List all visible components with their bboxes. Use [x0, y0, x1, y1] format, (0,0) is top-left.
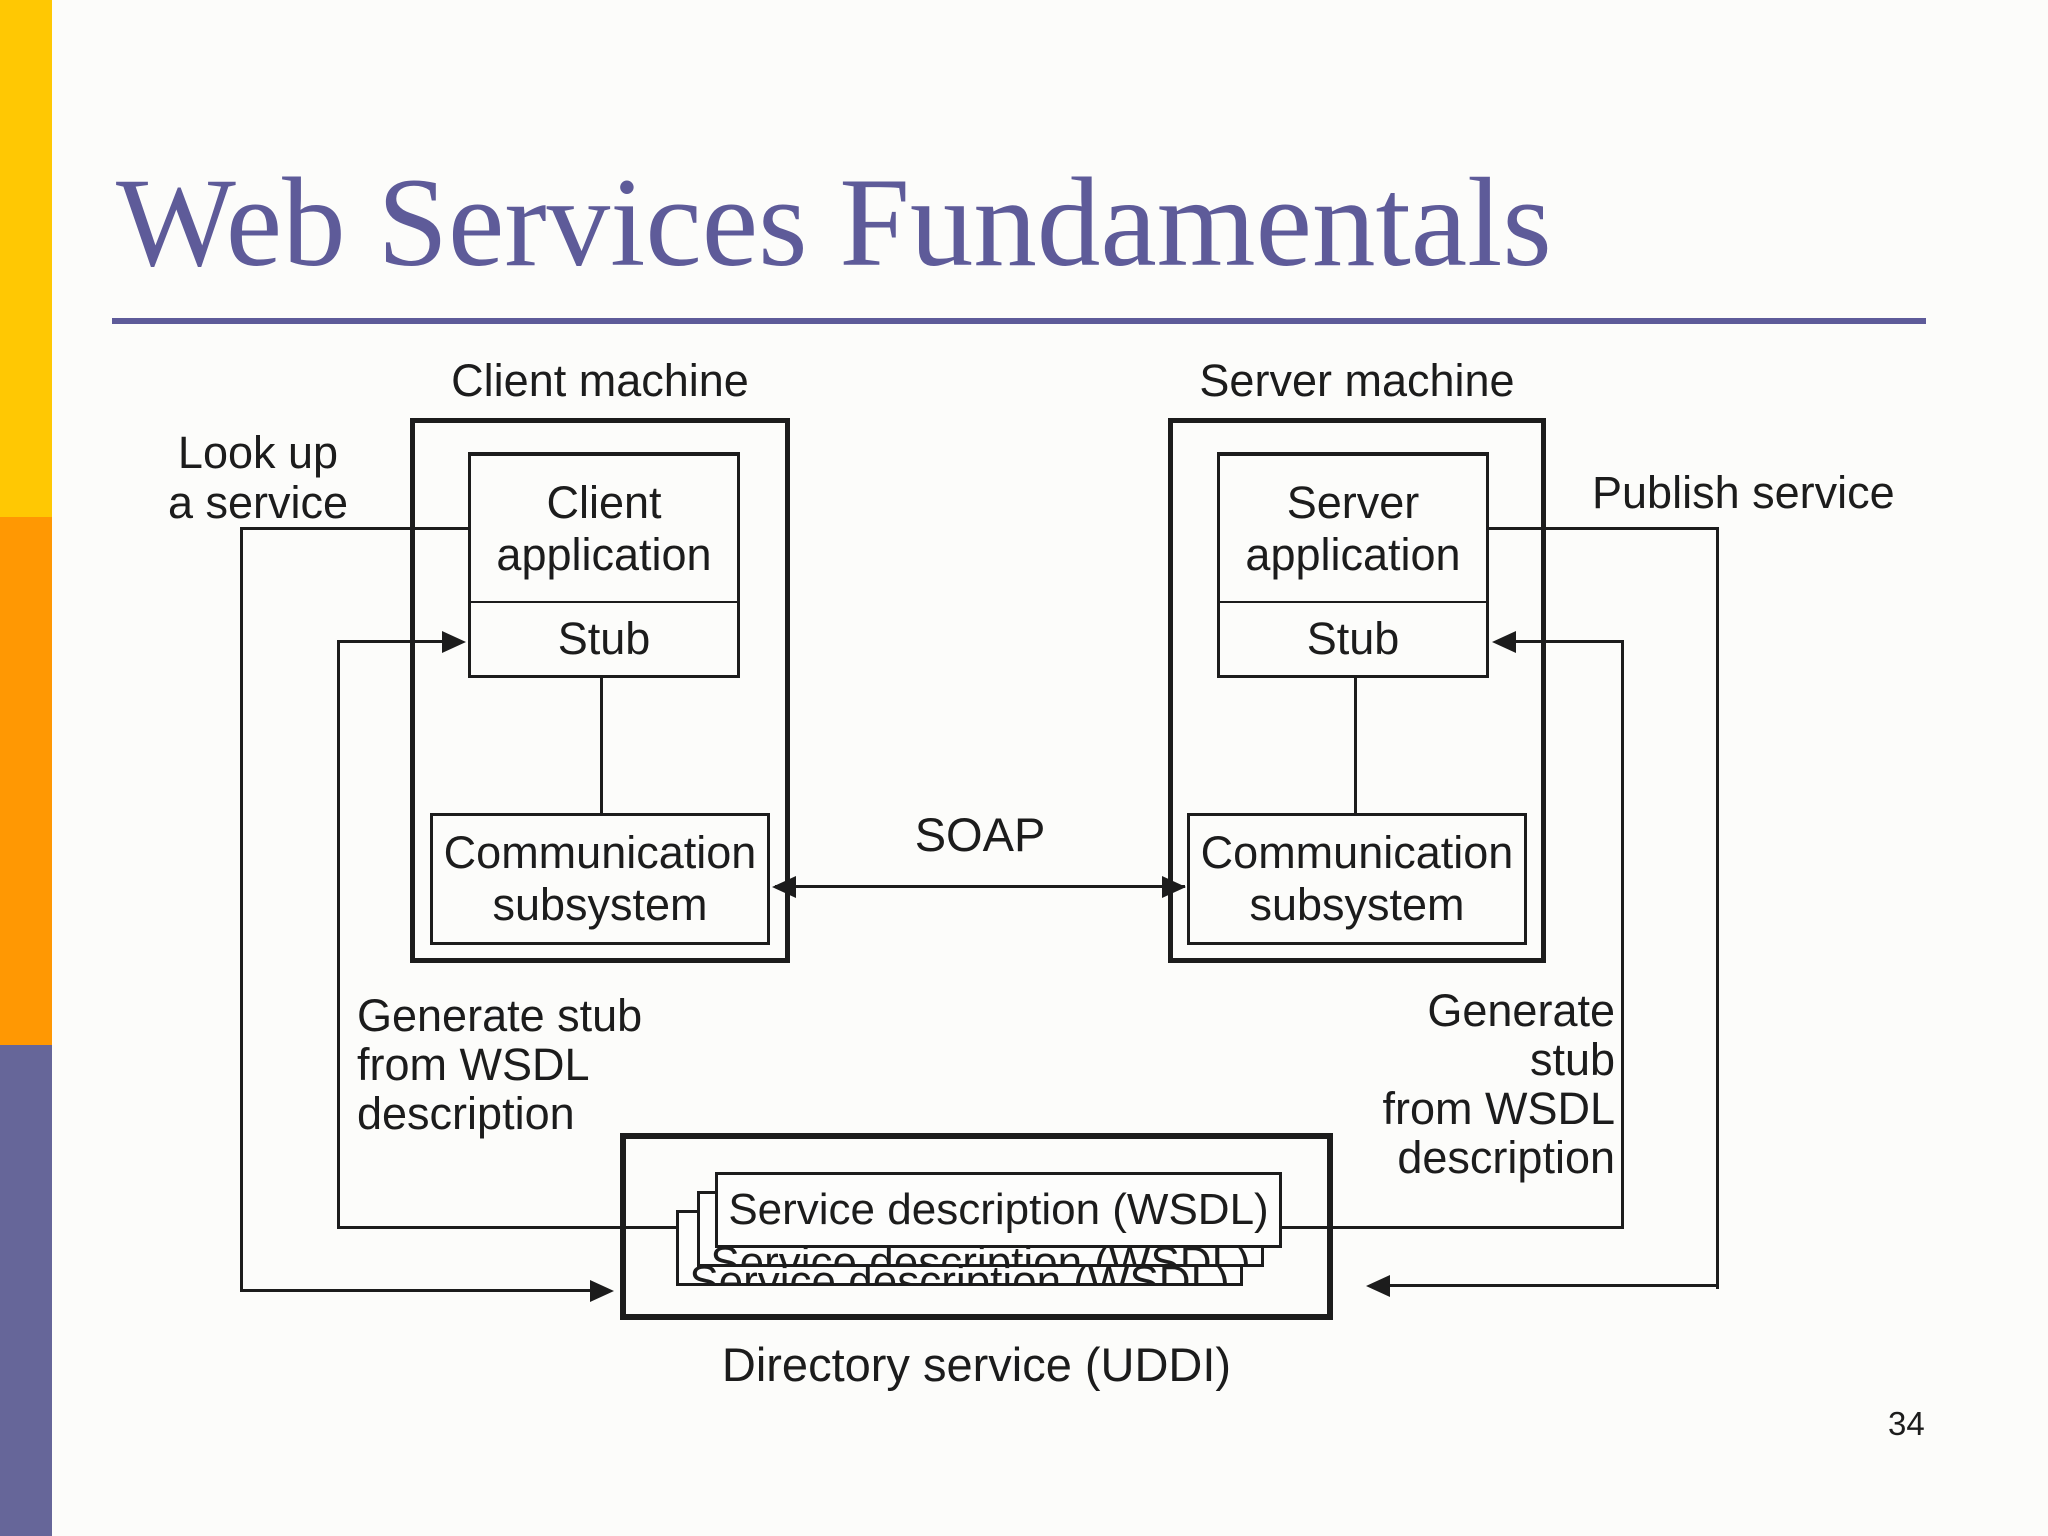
client-machine-label: Client machine	[451, 355, 749, 406]
soap-arrow-line	[775, 885, 1185, 888]
generate-stub-right-arrowhead-icon	[1492, 631, 1516, 653]
publish-line-bottom	[1390, 1284, 1719, 1287]
client-stub-label: Stub	[471, 601, 737, 675]
server-machine-box	[1168, 418, 1546, 963]
client-communication-subsystem-box: Communication subsystem	[430, 813, 770, 945]
generate-stub-left-arrowhead-icon	[442, 631, 466, 653]
lookup-service-label-line1: Look up	[177, 427, 339, 478]
sidebar-stripe-purple	[0, 1045, 52, 1536]
generate-stub-right-label: Generate stub from WSDL description	[1340, 986, 1615, 1182]
client-application-label: Client application	[496, 476, 712, 580]
soap-label: SOAP	[914, 808, 1046, 861]
page-title: Web Services Fundamentals	[116, 153, 1552, 293]
generate-stub-left-line1: Generate stub	[357, 990, 643, 1041]
generate-stub-right-line3: description	[1397, 1132, 1615, 1183]
generate-stub-right-line1: Generate stub	[1427, 985, 1615, 1085]
server-application-box: Server application Stub	[1217, 452, 1489, 678]
soap-arrowhead-left-icon	[772, 876, 796, 898]
sidebar-stripe-yellow	[0, 0, 52, 517]
server-stub-comm-connector	[1354, 678, 1357, 813]
generate-stub-left-line-top	[337, 640, 444, 643]
service-description-paper-front: Service description (WSDL)	[715, 1172, 1282, 1248]
generate-stub-right-line-vertical	[1621, 640, 1624, 1229]
server-communication-subsystem-box: Communication subsystem	[1187, 813, 1527, 945]
lookup-arrowhead-icon	[590, 1280, 614, 1302]
sidebar-stripe-orange	[0, 517, 52, 1045]
title-underline	[112, 318, 1926, 324]
generate-stub-right-line2: from WSDL	[1382, 1083, 1615, 1134]
client-machine-box	[410, 418, 790, 963]
client-stub-comm-connector	[600, 678, 603, 813]
generate-stub-right-line-top	[1515, 640, 1624, 643]
directory-service-label: Directory service (UDDI)	[721, 1338, 1232, 1391]
generate-stub-left-line2: from WSDL	[357, 1039, 590, 1090]
lookup-service-label: Look up a service	[130, 428, 386, 528]
publish-service-label: Publish service	[1592, 467, 1895, 518]
publish-arrowhead-icon	[1366, 1275, 1390, 1297]
server-machine-label: Server machine	[1199, 355, 1515, 406]
lookup-line-top	[240, 527, 470, 530]
generate-stub-left-line3: description	[357, 1088, 575, 1139]
generate-stub-left-line-vertical	[337, 640, 340, 1229]
generate-stub-left-label: Generate stub from WSDL description	[357, 991, 642, 1138]
lookup-service-label-line2: a service	[167, 477, 349, 528]
publish-line-vertical	[1716, 527, 1719, 1289]
server-stub-label: Stub	[1220, 601, 1486, 675]
lookup-line-bottom	[240, 1289, 592, 1292]
server-application-label: Server application	[1245, 476, 1461, 580]
client-application-box: Client application Stub	[468, 452, 740, 678]
page-number: 34	[1888, 1405, 1925, 1442]
soap-arrowhead-right-icon	[1162, 876, 1186, 898]
lookup-line-vertical	[240, 527, 243, 1292]
publish-line-top	[1489, 527, 1719, 530]
